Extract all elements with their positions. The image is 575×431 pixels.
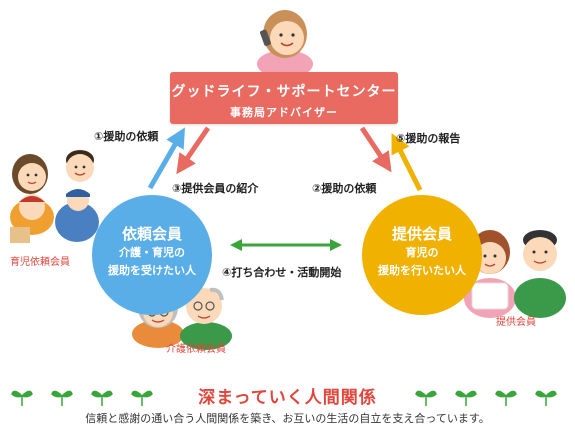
client-member-line1: 介護・育児の [119, 246, 185, 259]
client-member-line2: 援助を受けたい人 [108, 264, 196, 277]
client-member-title: 依頼会員 [121, 225, 182, 243]
step-5-label: ⑤援助の報告 [396, 132, 461, 145]
provider-member-line1: 育児の [405, 246, 439, 259]
footer-title: 深まっていく人間関係 [198, 388, 377, 408]
support-center-box: グッドライフ・サポートセンター 事務局アドバイザー [170, 72, 398, 124]
sprout-decoration-right [415, 390, 557, 406]
provider-member-title: 提供会員 [391, 225, 452, 243]
step-1-label: ①援助の依頼 [94, 130, 159, 143]
arrow-center-to-client [176, 126, 211, 175]
provider-member-circle: 提供会員 育児の 援助を行いたい人 [362, 195, 482, 315]
sprout-decoration-left [11, 390, 153, 406]
step-4-label: ④打ち合わせ・活動開始 [222, 266, 342, 279]
arrow-center-to-provider [359, 126, 392, 173]
client-member-circle: 依頼会員 介護・育児の 援助を受けたい人 [92, 195, 212, 315]
childcare-client-caption: 育児依頼会員 [10, 257, 70, 268]
provider-member-line2: 援助を行いたい人 [378, 264, 466, 277]
advisor-illustration [257, 10, 313, 78]
nursing-client-caption: 介護依頼会員 [166, 344, 226, 355]
step-2-label: ②援助の依頼 [312, 182, 377, 195]
footer-subtitle: 信頼と感謝の通い合う人間関係を築き、お互いの生活の自立を支え合っています。 [85, 412, 490, 425]
provider-member-caption: 提供会員 [496, 317, 536, 328]
step-3-label: ③提供会員の紹介 [172, 182, 259, 195]
arrow-provider-to-center [391, 133, 423, 192]
arrow-client-to-center [147, 127, 185, 190]
support-center-subtitle: 事務局アドバイザー [230, 106, 338, 119]
support-center-title: グッドライフ・サポートセンター [171, 84, 397, 100]
family-illustration [10, 150, 99, 243]
